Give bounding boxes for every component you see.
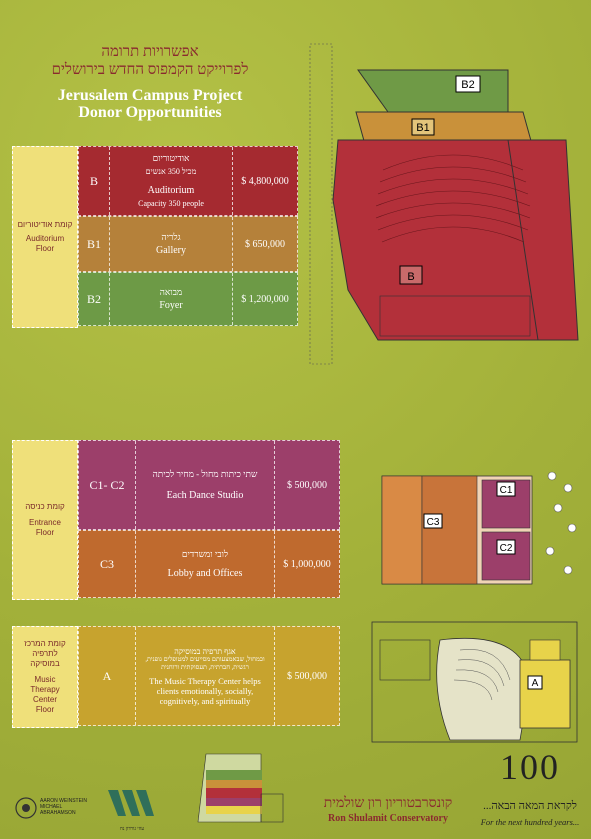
- row-en: The Music Therapy Center helps clients e…: [149, 675, 261, 706]
- row-code: B1: [79, 217, 110, 271]
- floor-label-entrance: קומת כניסה Entrance Floor: [12, 440, 78, 600]
- row-he: אודיטוריום: [152, 153, 190, 163]
- row-price: $ 500,000: [287, 479, 327, 491]
- row-code: C3: [79, 531, 136, 597]
- entrance-floor-plan: C1 C3 C2: [381, 471, 577, 585]
- floor-label-he: קומת אודיטוריום: [17, 220, 73, 229]
- row-he: אגף תרפיה במוסיקה: [174, 646, 236, 656]
- english-title-line2: Donor Opportunities: [78, 104, 222, 121]
- row-price: $ 4,800,000: [241, 175, 289, 187]
- row-he-sub: מכיל 350 אנשים: [145, 167, 197, 176]
- row-price: $ 500,000: [287, 670, 327, 682]
- floor-label-en: Entrance Floor: [28, 518, 62, 537]
- donation-row: B2 מבואה Foyer $ 1,200,000: [78, 272, 298, 326]
- donation-row: B אודיטוריום מכיל 350 אנשים Auditorium C…: [78, 146, 298, 216]
- floor-label-auditorium: קומת אודיטוריום Auditorium Floor: [12, 146, 78, 328]
- row-description: מבואה Foyer: [110, 273, 233, 325]
- floor-label-en: Music Therapy Center Floor: [30, 675, 60, 714]
- builder-logo-icon: [108, 790, 154, 816]
- row-he-sub: וכמחול, שבאמצעותם מסייעים למטופלים גופני…: [145, 655, 265, 671]
- row-description: אודיטוריום מכיל 350 אנשים Auditorium Cap…: [110, 147, 233, 215]
- plan-label: C2: [500, 543, 513, 554]
- donation-row: C1- C2 שתי כיתות מחול - מחיר לכיתה Each …: [78, 440, 340, 530]
- builder-name: עוזי גורדון נח: [119, 827, 145, 832]
- row-en: Lobby and Offices: [167, 568, 243, 579]
- auditorium-floor-plan: B2 B1 B: [309, 43, 579, 365]
- plan-label: B: [407, 271, 414, 283]
- row-he: מבואה: [159, 287, 183, 297]
- row-code: B2: [79, 273, 110, 325]
- row-description: גלריה Gallery: [110, 217, 233, 271]
- row-description: אגף תרפיה במוסיקה וכמחול, שבאמצעותם מסיי…: [136, 627, 275, 725]
- hebrew-title-line2: לפרוייקט הקמפוס החדש בירושלים: [51, 62, 249, 78]
- row-en: Gallery: [156, 245, 186, 256]
- builder-logo: עוזי גורדון נח: [106, 788, 158, 832]
- english-title-line1: Jerusalem Campus Project: [57, 87, 243, 104]
- plan-label: B2: [461, 79, 474, 91]
- architect-logo: AARON WEINSTEIN MICHAEL ABRAHAMSON: [10, 794, 94, 824]
- row-en: Auditorium: [147, 185, 195, 196]
- row-en: Each Dance Studio: [166, 490, 244, 501]
- architect-name-2: MICHAEL ABRAHAMSON: [40, 804, 76, 816]
- floor-label-en: Auditorium Floor: [25, 234, 65, 253]
- row-price: $ 1,200,000: [241, 293, 289, 305]
- english-title: Jerusalem Campus Project Donor Opportuni…: [0, 87, 300, 121]
- hebrew-title-line1: אפשרויות תרומה: [101, 44, 199, 60]
- row-he: גלריה: [161, 232, 181, 242]
- therapy-floor-plan: A: [371, 621, 578, 743]
- conservatory-name-he: קונסרבטוריון רון שולמית: [323, 796, 453, 811]
- building-section-drawing: [197, 753, 284, 823]
- plan-label: A: [532, 678, 539, 689]
- row-code: B: [79, 147, 110, 215]
- row-en: Foyer: [159, 300, 183, 311]
- donation-row: B1 גלריה Gallery $ 650,000: [78, 216, 298, 272]
- floor-label-he: קומת המרכז לתרפיה במוסיקה: [24, 639, 66, 668]
- row-description: שתי כיתות מחול - מחיר לכיתה Each Dance S…: [136, 441, 275, 529]
- row-code: A: [79, 627, 136, 725]
- centennial-logo: 100: [500, 747, 560, 787]
- slogan-en: For the next hundred years...: [480, 817, 580, 827]
- conservatory-name-en: Ron Shulamit Conservatory: [327, 813, 448, 824]
- plan-label: C3: [427, 517, 440, 528]
- row-code: C1- C2: [79, 441, 136, 529]
- row-price: $ 1,000,000: [283, 558, 331, 570]
- row-en-sub: Capacity 350 people: [138, 199, 204, 208]
- row-price: $ 650,000: [245, 238, 285, 250]
- floor-label-he: קומת כניסה: [25, 502, 65, 511]
- donation-row: A אגף תרפיה במוסיקה וכמחול, שבאמצעותם מס…: [78, 626, 340, 726]
- floor-label-therapy: קומת המרכז לתרפיה במוסיקה Music Therapy …: [12, 626, 78, 728]
- architect-name: AARON WEINSTEIN: [40, 798, 87, 804]
- slogan-he: לקראת המאה הבאה...: [483, 800, 577, 812]
- plan-label: B1: [416, 122, 429, 134]
- row-description: לובי ומשרדים Lobby and Offices: [136, 531, 275, 597]
- donation-row: C3 לובי ומשרדים Lobby and Offices $ 1,00…: [78, 530, 340, 598]
- row-he: לובי ומשרדים: [181, 549, 229, 559]
- row-he: שתי כיתות מחול - מחיר לכיתה: [152, 469, 258, 479]
- architect-logo-icon: [15, 797, 37, 819]
- plan-label: C1: [500, 485, 513, 496]
